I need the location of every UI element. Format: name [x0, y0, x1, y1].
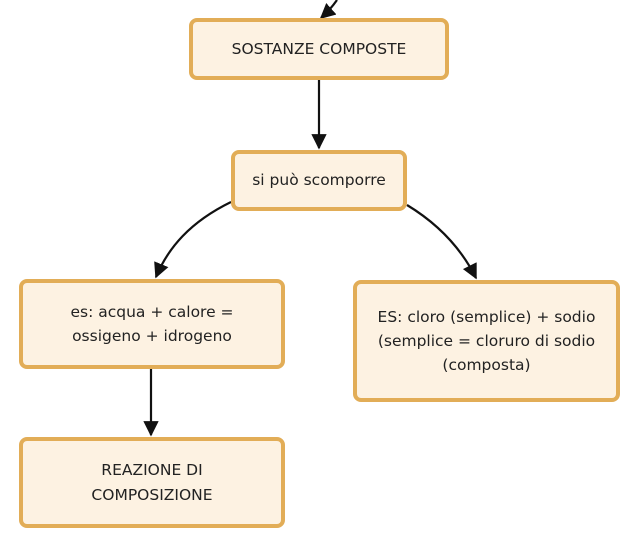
node-label-line: ES: cloro (semplice) + sodio [377, 307, 596, 326]
node-sostanze-composte[interactable]: SOSTANZE COMPOSTE [189, 18, 449, 80]
node-esempio-cloro[interactable]: ES: cloro (semplice) + sodio (semplice =… [353, 280, 620, 402]
node-label-line: es: acqua + calore = [70, 302, 234, 321]
node-text: ES: cloro (semplice) + sodio (semplice =… [378, 305, 596, 377]
node-label-line: ossigeno + idrogeno [72, 327, 232, 345]
node-si-puo-scomporre[interactable]: si può scomporre [231, 150, 407, 211]
edge-scomporre-to-acqua [154, 201, 232, 279]
node-label-line: REAZIONE DI [101, 461, 203, 480]
node-label: SOSTANZE COMPOSTE [231, 39, 407, 58]
edge-scomporre-to-cloro [406, 204, 477, 280]
incoming-edge [319, 0, 338, 20]
node-label-line: (composta) [442, 356, 531, 374]
node-text: REAZIONE DI COMPOSIZIONE [91, 458, 212, 506]
node-text: es: acqua + calore = ossigeno + idrogeno [70, 300, 233, 348]
node-label: si può scomporre [252, 171, 386, 190]
node-label-line: (semplice = cloruro di sodio [377, 331, 596, 350]
node-esempio-acqua[interactable]: es: acqua + calore = ossigeno + idrogeno [19, 279, 285, 369]
node-label-line: COMPOSIZIONE [91, 485, 213, 504]
node-reazione-di-composizione[interactable]: REAZIONE DI COMPOSIZIONE [19, 437, 285, 528]
